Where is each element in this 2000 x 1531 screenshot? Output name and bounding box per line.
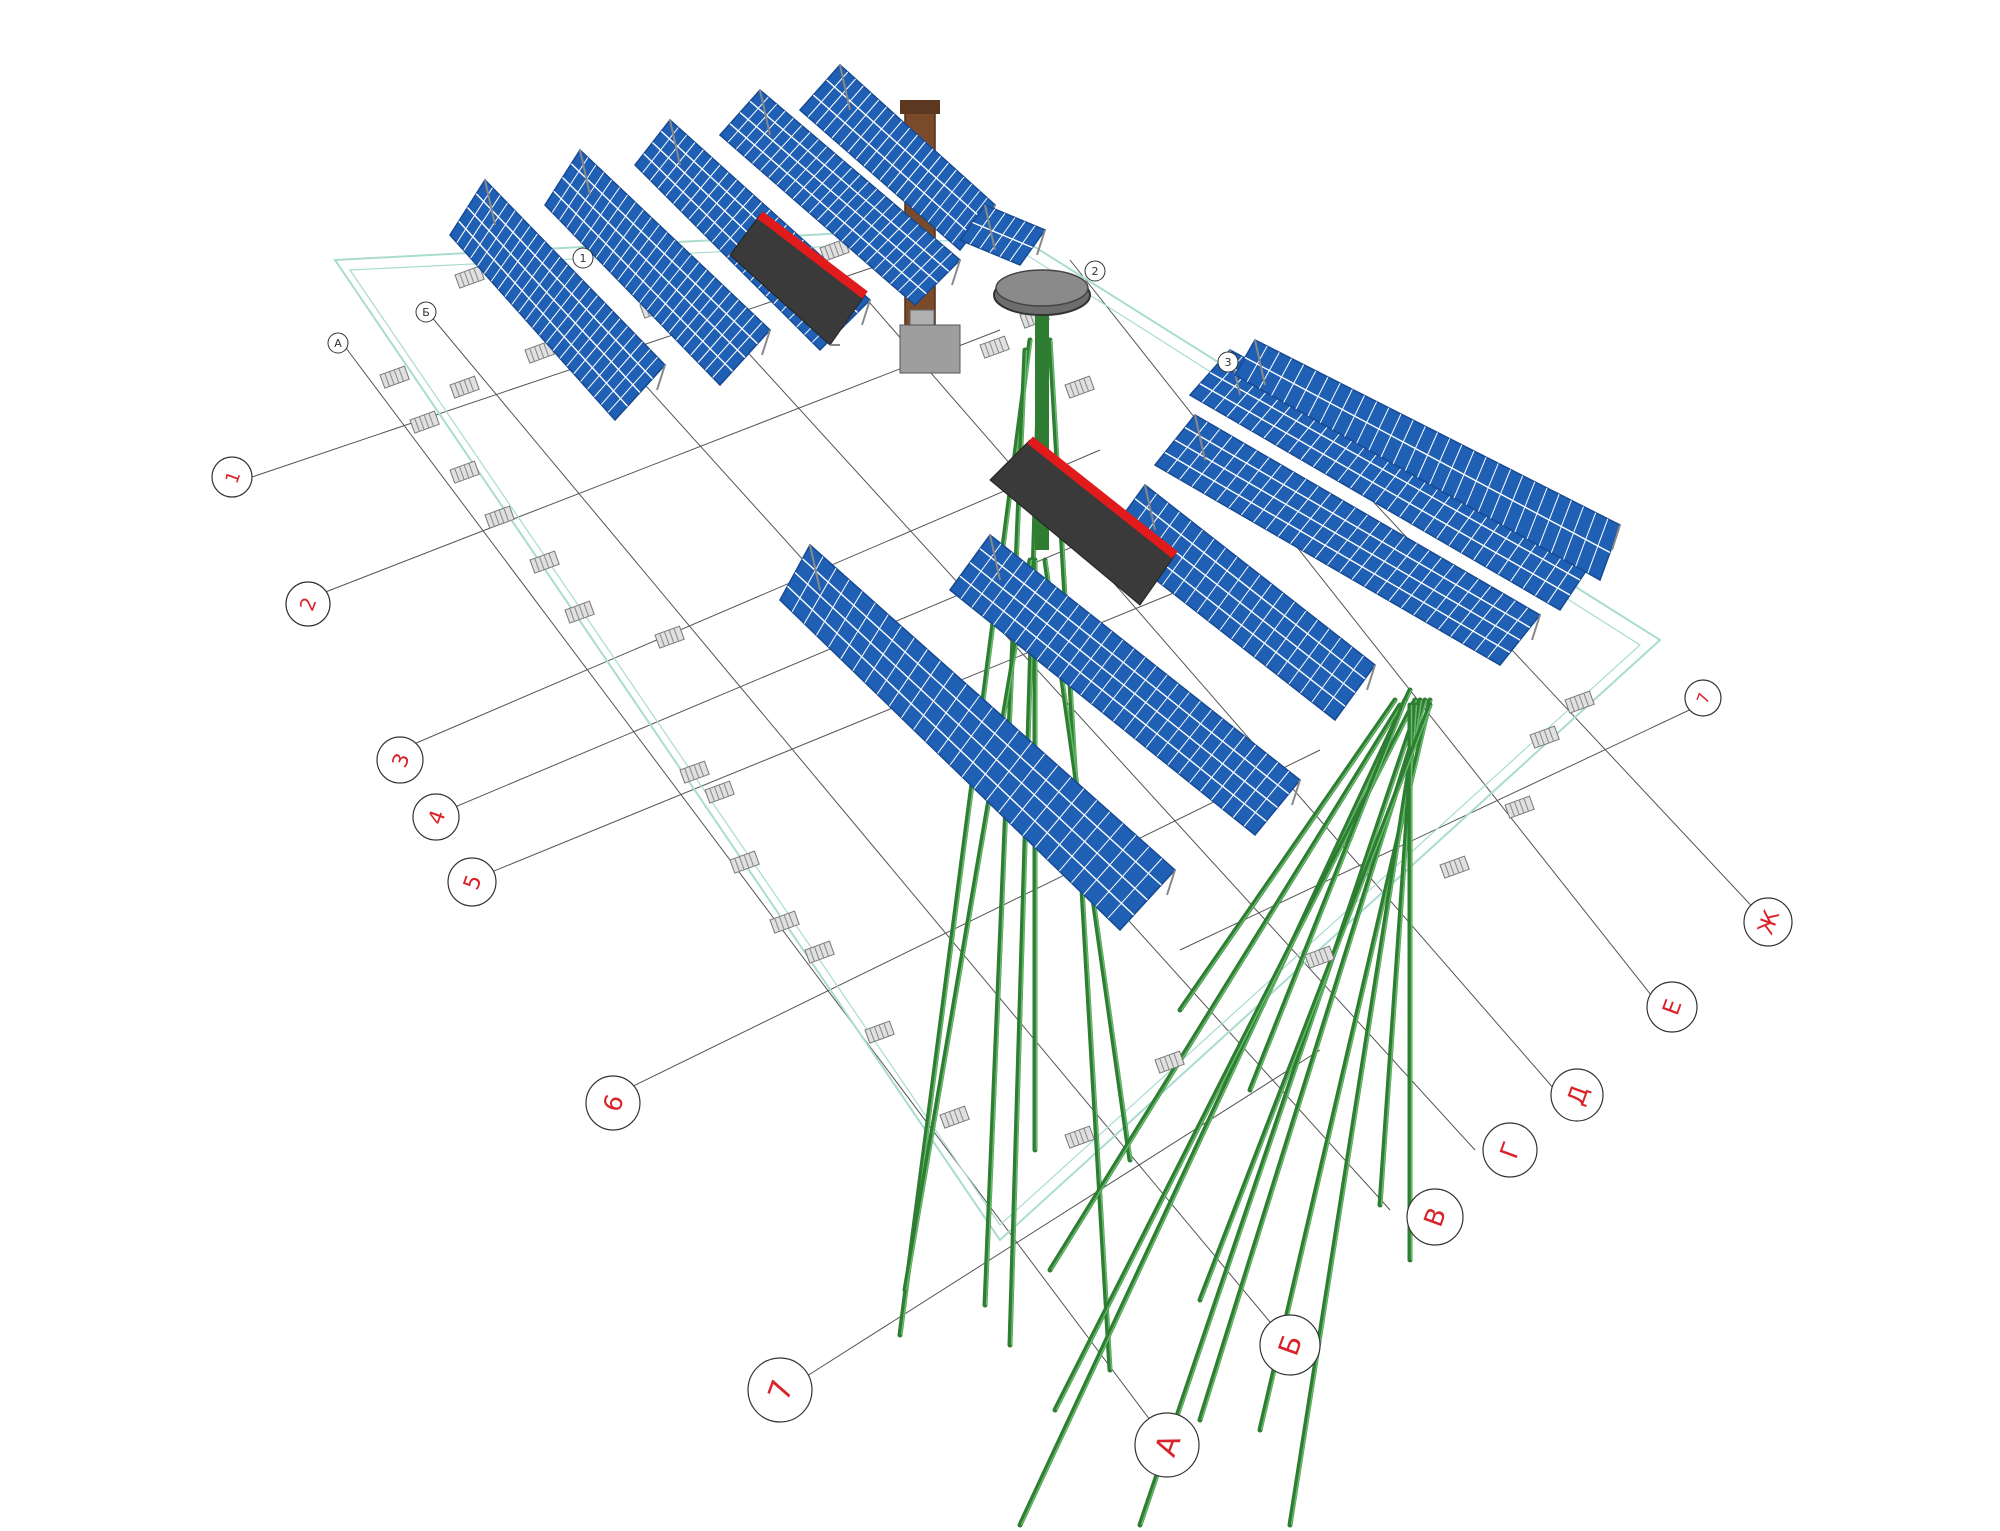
pile-4	[982, 347, 1028, 1308]
axis-marker-a: А	[1134, 1412, 1200, 1478]
radiator-9	[449, 460, 480, 484]
pile-10	[1137, 697, 1423, 1528]
solar-array-5	[798, 63, 997, 252]
axis-line-b	[429, 314, 1286, 1341]
radiator-19	[864, 1020, 895, 1044]
radiator-10	[484, 505, 515, 529]
axis-marker-1: 1	[211, 456, 253, 498]
solar-array-4	[718, 88, 962, 307]
solar-panel-arrays	[449, 63, 1621, 932]
solar-array-2	[544, 148, 772, 387]
thermal-collector-lower	[989, 436, 1178, 606]
axis-marker-2: 2	[285, 581, 331, 627]
axis-line-4	[435, 509, 1161, 816]
radiator-11	[529, 550, 560, 574]
axis-marker-6: 6	[585, 1075, 641, 1131]
axis-line-e	[1069, 259, 1656, 1001]
axis-line-7-right	[1179, 704, 1701, 951]
axis-line-3	[399, 449, 1101, 751]
radiator-24	[1439, 855, 1470, 879]
radiator-22	[1154, 1050, 1185, 1074]
radiators	[379, 238, 1595, 1149]
axis-label-far-b: Б	[422, 306, 430, 319]
radiator-12	[564, 600, 595, 624]
radiator-8	[409, 410, 440, 434]
thermal-collector-upper	[729, 211, 868, 346]
radiator-1	[454, 265, 485, 289]
axis-marker-5: 5	[447, 857, 497, 907]
radiator-14	[679, 760, 710, 784]
axis-marker-4: 4	[412, 793, 460, 841]
pile-17	[1047, 702, 1403, 1273]
axis-label-far-a: А	[334, 337, 342, 350]
solar-array-8	[948, 533, 1302, 837]
pile-19	[1247, 697, 1408, 1093]
solar-array-12	[1233, 339, 1621, 582]
axis-marker-e: Е	[1646, 981, 1698, 1033]
radiator-17	[769, 910, 800, 934]
radiator-16	[729, 850, 760, 874]
axis-label-far-3: 3	[1225, 356, 1232, 369]
axis-label-far-2: 2	[1092, 265, 1099, 278]
radiator-4	[819, 238, 850, 262]
solar-array-7	[779, 543, 1177, 932]
axis-line-5	[471, 569, 1231, 881]
axis-marker-7-left: 7	[747, 1357, 813, 1423]
axis-label-far-1: 1	[580, 252, 587, 265]
pile-15	[1407, 702, 1413, 1263]
axis-marker-zh: Ж	[1743, 897, 1793, 947]
pile-18	[1177, 697, 1398, 1013]
axis-marker-3: 3	[376, 736, 424, 784]
radiator-29	[979, 335, 1010, 359]
axis-markers: 1 2 3 4 5 6 7 7	[211, 247, 1793, 1478]
radiator-30	[1064, 375, 1095, 399]
axis-marker-far-2: 2	[1084, 260, 1106, 282]
axis-marker-far-1: 1	[572, 247, 594, 269]
axis-line-g	[699, 299, 1476, 1151]
pile-8	[1017, 687, 1413, 1528]
radiator-20	[939, 1105, 970, 1129]
radiator-23	[1304, 945, 1335, 969]
axis-marker-far-3: 3	[1217, 351, 1239, 373]
axis-marker-g: Г	[1482, 1122, 1538, 1178]
radiator-25	[1504, 795, 1535, 819]
axis-line-a	[339, 339, 1166, 1441]
axis-marker-v: В	[1406, 1188, 1464, 1246]
axis-marker-7-right: 7	[1684, 679, 1722, 717]
axis-line-7-left	[784, 1049, 1321, 1391]
pile-6	[902, 557, 1033, 1293]
axis-marker-b: Б	[1259, 1314, 1321, 1376]
radiator-21	[1064, 1125, 1095, 1149]
solar-array-10	[1153, 414, 1542, 666]
axis-marker-far-a: А	[327, 332, 349, 354]
solar-array-1	[449, 178, 667, 422]
axis-line-2	[309, 329, 1001, 599]
radiator-27	[1564, 690, 1595, 714]
radiator-18	[804, 940, 835, 964]
radiator-5	[449, 375, 480, 399]
radiator-7	[379, 365, 410, 389]
radiator-26	[1529, 725, 1560, 749]
axis-marker-d: Д	[1550, 1068, 1604, 1122]
pile-16	[1197, 702, 1433, 1303]
ground-piles	[897, 337, 1433, 1528]
axis-marker-far-b: Б	[415, 301, 437, 323]
axis-line-d	[849, 279, 1556, 1091]
pile-13	[1287, 697, 1423, 1528]
radiator-13	[654, 625, 685, 649]
solar-array-6	[958, 204, 1047, 266]
radiator-15	[704, 780, 735, 804]
